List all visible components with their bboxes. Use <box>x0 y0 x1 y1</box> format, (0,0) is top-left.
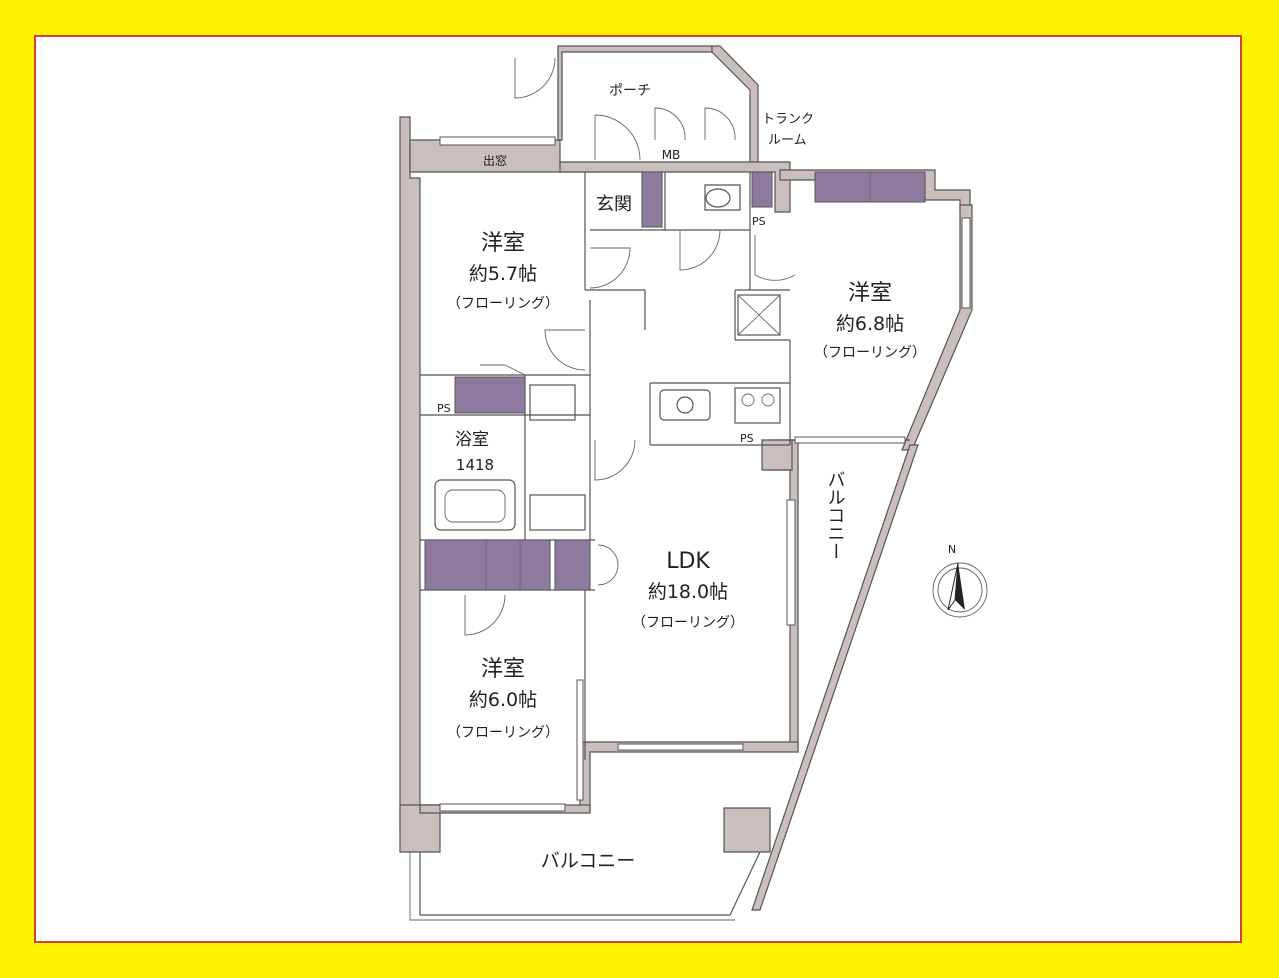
door-closet <box>597 544 619 586</box>
ldk-name: LDK <box>666 549 710 574</box>
room2-size: 約6.8帖 <box>836 313 904 335</box>
window-room3-side <box>576 679 584 801</box>
closet-entrance <box>641 171 663 228</box>
balcony-side-label: バルコニー <box>825 470 846 560</box>
balcony-rail-right <box>751 444 919 911</box>
label-mb: MB <box>662 148 681 162</box>
room2-floor: （フローリング） <box>814 345 926 361</box>
label-porch: ポーチ <box>609 83 651 99</box>
label-trunk-1: トランク <box>762 112 814 127</box>
window-ldk-bottom <box>617 743 744 751</box>
ldk-size: 約18.0帖 <box>648 581 728 603</box>
room1-floor: （フローリング） <box>447 296 559 312</box>
fixtures <box>434 184 781 531</box>
window-bay <box>439 136 556 146</box>
column-se <box>723 807 771 853</box>
ldk-south-wall <box>579 741 799 813</box>
west-wall <box>399 116 421 831</box>
stove <box>734 387 781 424</box>
door-hall <box>589 247 631 289</box>
window-room2 <box>961 217 971 309</box>
closet-hall-right <box>554 539 591 591</box>
door-trunk <box>704 107 736 141</box>
closet-hall-left <box>424 539 551 591</box>
closet-room1 <box>454 376 526 414</box>
balcony-bottom-label: バルコニー <box>541 850 636 872</box>
floorplan-frame <box>34 35 1242 943</box>
toilet <box>704 184 741 211</box>
room3-name: 洋室 <box>481 657 525 682</box>
fridge-space <box>737 294 781 336</box>
ps-label-2: PS <box>752 215 766 228</box>
room1-size: 約5.7帖 <box>469 263 537 285</box>
washing-machine-pan <box>529 494 586 531</box>
door-entrance <box>594 114 641 161</box>
washbasin <box>529 384 576 421</box>
window-ldk-top <box>794 436 906 444</box>
doors <box>464 57 796 636</box>
storage <box>424 171 926 591</box>
north-wall-mid <box>559 161 791 213</box>
bathroom-size: 1418 <box>456 456 494 474</box>
room3-size: 約6.0帖 <box>469 689 537 711</box>
label-trunk-2: ルーム <box>768 133 807 148</box>
door-toilet <box>679 229 721 271</box>
balcony-outline <box>409 851 761 921</box>
labels: ポーチ トランク ルーム MB 出窓 玄関 洋室 約5.7帖 （フローリング） … <box>437 83 956 872</box>
pillar-ldk <box>761 439 793 471</box>
door-room1 <box>544 329 586 371</box>
ps-label-3: PS <box>740 432 754 445</box>
door-ldk <box>594 439 636 481</box>
label-bay-window: 出窓 <box>483 153 507 168</box>
window-ldk-side <box>786 499 796 626</box>
windows <box>439 136 971 812</box>
window-room3 <box>439 803 566 812</box>
closet-toilet <box>751 171 773 208</box>
compass-north-label: N <box>948 543 956 556</box>
bathroom-name: 浴室 <box>455 430 489 450</box>
door-mb <box>654 107 686 141</box>
porch-wall-right <box>711 45 759 166</box>
bathtub <box>434 479 516 531</box>
label-entrance: 玄関 <box>596 194 632 215</box>
room2-name: 洋室 <box>848 281 892 306</box>
ldk-floor: （フローリング） <box>632 615 744 631</box>
door-porch <box>514 57 556 99</box>
room3-floor: （フローリング） <box>447 725 559 741</box>
door-room3 <box>464 594 506 636</box>
closet-handles <box>480 364 526 376</box>
door-room2 <box>754 235 796 281</box>
room1-name: 洋室 <box>481 231 525 256</box>
sink <box>659 389 711 421</box>
ps-label-1: PS <box>437 402 451 415</box>
walls <box>399 45 973 911</box>
compass <box>932 562 988 618</box>
